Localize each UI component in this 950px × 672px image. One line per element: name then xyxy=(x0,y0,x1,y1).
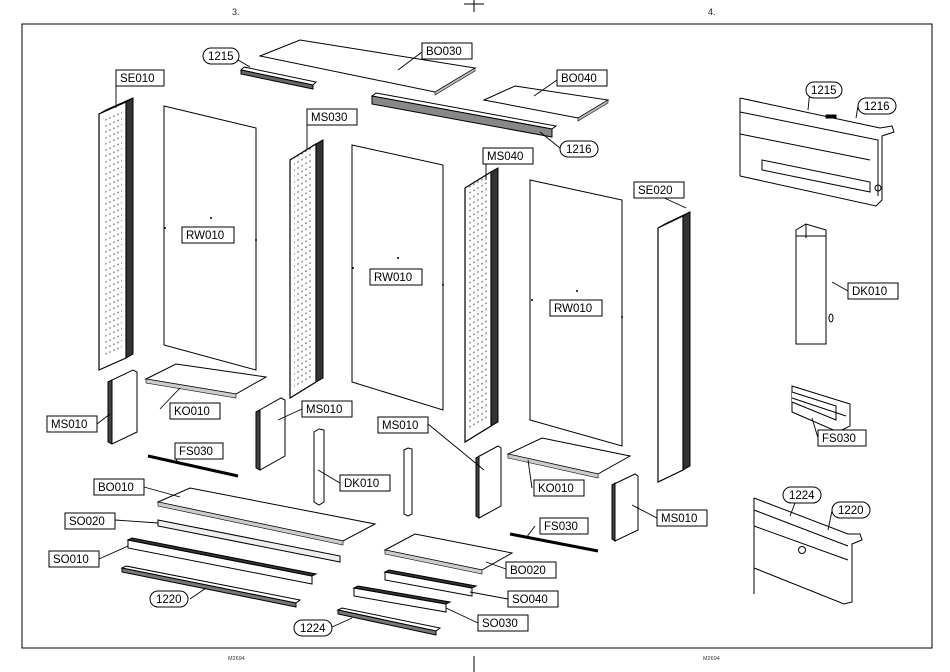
label-1224-detail: 1224 xyxy=(789,490,815,502)
small-divider-ms010-a xyxy=(108,370,137,444)
label-fs030-detail: FS030 xyxy=(822,433,856,445)
label-so020: SO020 xyxy=(69,516,105,528)
label-ms030: MS030 xyxy=(311,112,347,124)
detail-strip-fs030 xyxy=(792,386,850,432)
label-bo040: BO040 xyxy=(561,73,597,85)
label-rw010-middle: RW010 xyxy=(374,272,412,284)
label-ms010-d: MS010 xyxy=(661,513,697,525)
label-rw010-right: RW010 xyxy=(554,303,592,315)
bottom-shelf-bo010 xyxy=(158,488,375,541)
label-bo030: BO030 xyxy=(426,46,462,58)
label-ms010-a: MS010 xyxy=(51,419,87,431)
side-panel-se010 xyxy=(99,98,133,370)
rail-1215-top xyxy=(241,67,316,89)
label-rw010-left: RW010 xyxy=(186,230,224,242)
label-bo020: BO020 xyxy=(510,565,546,577)
label-ms010-b: MS010 xyxy=(306,404,342,416)
label-fs030-left: FS030 xyxy=(179,446,213,458)
label-se020: SE020 xyxy=(638,185,673,197)
post-dk010-left xyxy=(314,429,324,505)
label-ms040: MS040 xyxy=(487,151,523,163)
side-panel-se020 xyxy=(658,212,690,482)
label-1215-detail: 1215 xyxy=(811,85,837,97)
small-divider-ms010-d xyxy=(612,474,638,541)
label-so040: SO040 xyxy=(512,594,548,606)
label-so010: SO010 xyxy=(53,554,89,566)
label-dk010-detail: DK010 xyxy=(852,286,887,298)
label-1216-top: 1216 xyxy=(566,144,592,156)
detail-post-dk010 xyxy=(796,224,833,344)
rail-1224-bottom xyxy=(338,608,440,635)
label-1216-detail: 1216 xyxy=(864,101,890,113)
label-ko010-right: KO010 xyxy=(538,483,574,495)
post-dk010-right xyxy=(404,448,412,516)
label-1224-bottom: 1224 xyxy=(300,623,326,635)
label-so030: SO030 xyxy=(482,618,518,630)
number-labels xyxy=(150,48,896,636)
small-divider-ms010-c xyxy=(476,446,501,518)
label-1220-bottom: 1220 xyxy=(156,594,182,606)
divider-panel-ms040 xyxy=(465,168,498,442)
divider-panel-ms030 xyxy=(290,140,323,398)
label-ms010-c: MS010 xyxy=(382,420,418,432)
label-se010: SE010 xyxy=(120,73,155,85)
label-1215-top: 1215 xyxy=(208,51,234,63)
small-divider-ms010-b xyxy=(256,398,285,470)
label-fs030-right: FS030 xyxy=(544,521,578,533)
label-ko010-left: KO010 xyxy=(174,406,210,418)
label-1220-detail: 1220 xyxy=(838,505,864,517)
label-bo010: BO010 xyxy=(98,482,134,494)
label-dk010-left: DK010 xyxy=(344,478,379,490)
strip-fs030-right xyxy=(510,534,598,551)
